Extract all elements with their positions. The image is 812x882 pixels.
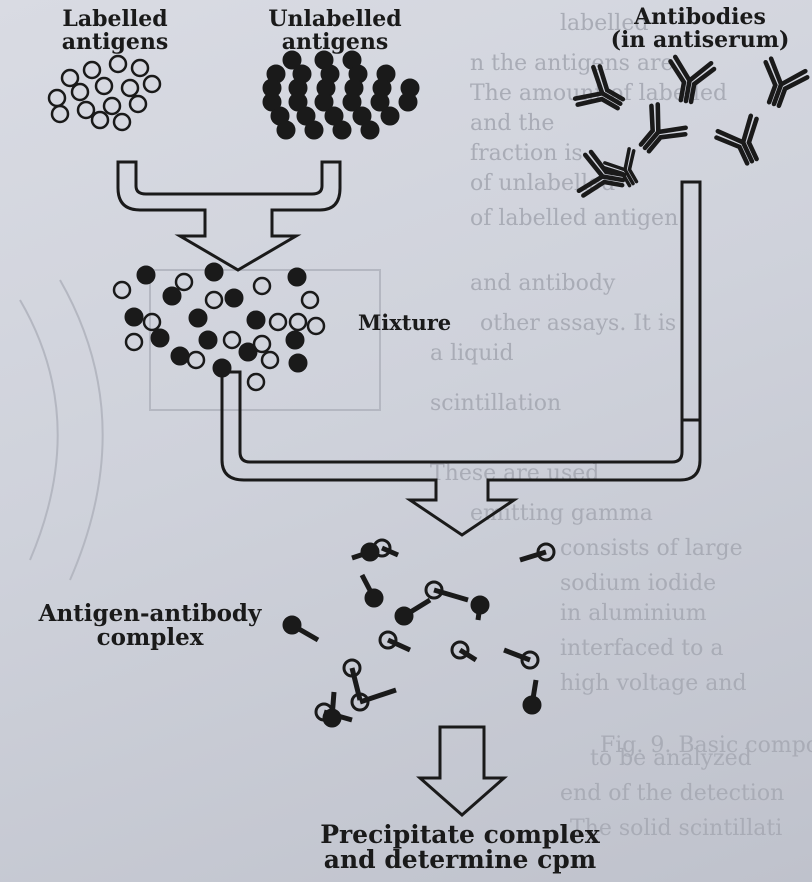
labelled-antigen-marker <box>96 78 112 94</box>
background-text-line: emitting gamma <box>470 501 653 526</box>
background-text-line: consists of large <box>560 536 743 561</box>
complex-label: Antigen-antibody complex <box>10 602 290 650</box>
labelled-antigen-marker <box>110 56 126 72</box>
antigen-antibody-complex <box>380 632 410 650</box>
result-label: Precipitate complex and determine cpm <box>290 822 630 872</box>
labelled-antigens-cluster <box>49 56 160 130</box>
antibody-marker <box>628 102 689 162</box>
precipitate-arrow <box>420 727 504 815</box>
mixture-unlabelled-antigen-marker <box>302 292 318 308</box>
mixture-labelled-antigen-marker <box>289 354 307 372</box>
mixture-unlabelled-antigen-marker <box>206 292 222 308</box>
labelled-antigen-marker <box>144 76 160 92</box>
antigen-antibody-complex <box>352 544 378 560</box>
unlabelled-antigen-marker <box>277 121 295 139</box>
antigen-antibody-complex <box>452 642 476 660</box>
mixture-labelled-antigen-marker <box>225 289 243 307</box>
background-text-line: and antibody <box>470 271 616 296</box>
background-text-line: and the <box>470 111 554 136</box>
labelled-antigens-label: Labelled antigens <box>40 8 190 54</box>
mixture-labelled-antigen-marker <box>286 331 304 349</box>
mixture-labelled-antigen-marker <box>163 287 181 305</box>
labelled-antigen-marker <box>122 80 138 96</box>
labelled-antigen-marker <box>72 84 88 100</box>
unlabelled-antigens-cluster <box>263 51 419 139</box>
mixture-unlabelled-antigen-marker <box>290 314 306 330</box>
merge-arrow <box>118 162 340 270</box>
mixture-labelled-antigen-marker <box>205 263 223 281</box>
background-text-line: Fig. 9. Basic compon <box>600 733 812 758</box>
antigen-antibody-complex <box>362 575 382 606</box>
background-curve <box>60 280 103 580</box>
background-text-line: other assays. It is <box>480 311 676 336</box>
antibody-channel <box>682 182 700 420</box>
mixture-labelled-antigen-marker <box>125 308 143 326</box>
mixture-labelled-antigen-marker <box>247 311 265 329</box>
background-text-line: of labelled antigen <box>470 206 678 231</box>
antigen-antibody-complex <box>426 582 468 600</box>
labelled-antigen-marker <box>114 114 130 130</box>
antibody-marker <box>753 57 809 111</box>
mixture-labelled-antigen-marker <box>213 359 231 377</box>
antigen-antibody-complex <box>472 597 488 620</box>
mixture-label: Mixture <box>358 312 488 334</box>
labelled-antigen-marker <box>78 102 94 118</box>
background-text-line: high voltage and <box>560 671 747 696</box>
mixture-unlabelled-antigen-marker <box>224 332 240 348</box>
labelled-antigen-marker <box>52 106 68 122</box>
background-text-line: interfaced to a <box>560 636 723 661</box>
unlabelled-antigen-marker <box>399 93 417 111</box>
background-text-line: a liquid <box>430 341 514 366</box>
labelled-antigen-marker <box>130 96 146 112</box>
mixture-unlabelled-antigen-marker <box>188 352 204 368</box>
mixture-labelled-antigen-marker <box>151 329 169 347</box>
unlabelled-antigen-marker <box>381 107 399 125</box>
unlabelled-antigens-label: Unlabelled antigens <box>250 8 420 54</box>
unlabelled-antigen-marker <box>305 121 323 139</box>
mixture-unlabelled-antigen-marker <box>248 374 264 390</box>
mixture-labelled-antigen-marker <box>137 266 155 284</box>
mixture-unlabelled-antigen-marker <box>114 282 130 298</box>
unlabelled-antigen-marker <box>333 121 351 139</box>
labelled-antigen-marker <box>132 60 148 76</box>
labelled-antigen-marker <box>49 90 65 106</box>
complex-cluster <box>284 540 554 726</box>
mixture-labelled-antigen-marker <box>189 309 207 327</box>
background-text-line: scintillation <box>430 391 561 416</box>
antigen-antibody-complex <box>324 692 340 726</box>
background-curve <box>20 300 58 560</box>
labelled-antigen-marker <box>84 62 100 78</box>
mixture-labelled-antigen-marker <box>171 347 189 365</box>
mixture-unlabelled-antigen-marker <box>254 278 270 294</box>
mixture-unlabelled-antigen-marker <box>254 336 270 352</box>
antigen-antibody-complex <box>520 544 554 560</box>
background-text-line: end of the detection <box>560 781 784 806</box>
mixture-unlabelled-antigen-marker <box>262 352 278 368</box>
labelled-antigen-marker <box>104 98 120 114</box>
mixture-unlabelled-antigen-marker <box>176 274 192 290</box>
unlabelled-antigen-marker <box>361 121 379 139</box>
mixture-labelled-antigen-marker <box>199 331 217 349</box>
mixture-unlabelled-antigen-marker <box>126 334 142 350</box>
antigen-antibody-complex <box>524 680 540 713</box>
mixture-cluster <box>114 263 324 390</box>
mixture-labelled-antigen-marker <box>288 268 306 286</box>
labelled-antigen-marker <box>62 70 78 86</box>
mixture-unlabelled-antigen-marker <box>144 314 160 330</box>
mixture-unlabelled-antigen-marker <box>270 314 286 330</box>
mixture-unlabelled-antigen-marker <box>308 318 324 334</box>
antibodies-label: Antibodies (in antiserum) <box>590 6 810 52</box>
background-text-line: fraction is <box>470 141 583 166</box>
background-text-line: n the antigens are <box>470 51 674 76</box>
labelled-antigen-marker <box>92 112 108 128</box>
background-text-line: sodium iodide <box>560 571 716 596</box>
background-text-line: These are used <box>430 461 599 486</box>
antigen-antibody-complex <box>504 650 538 668</box>
background-text-line: in aluminium <box>560 601 707 626</box>
antibody-marker <box>714 114 772 170</box>
antigen-antibody-complex <box>396 600 430 624</box>
